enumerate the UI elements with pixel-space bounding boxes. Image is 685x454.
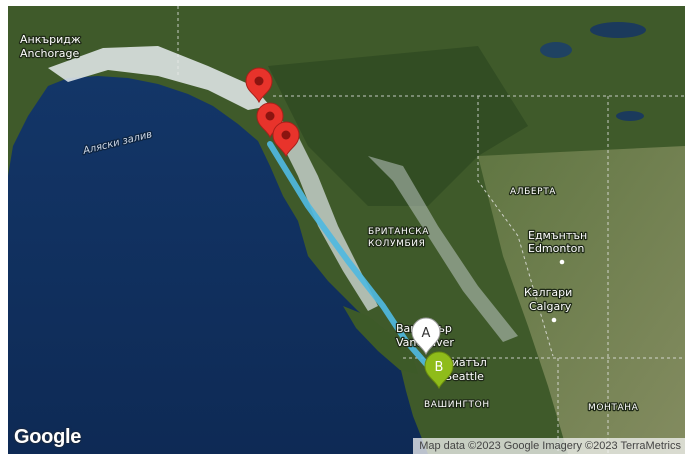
map-attribution: Map data ©2023 Google Imagery ©2023 Terr… (413, 438, 685, 454)
label-british-columbia-1: БРИТАНСКА (368, 227, 429, 237)
edmonton-dot (559, 259, 565, 265)
label-anchorage: Anchorage (20, 47, 79, 60)
lake-great-slave (540, 42, 572, 58)
google-logo: Google (14, 426, 82, 448)
label-edmonton-local: Едмънтън (528, 229, 587, 242)
lake-lesser-slave (616, 111, 644, 121)
forest-region (268, 46, 528, 206)
label-edmonton: Edmonton (528, 242, 584, 255)
route-line (267, 141, 431, 369)
lake-athabasca (590, 22, 646, 38)
marker-a-label: A (422, 326, 431, 341)
label-calgary-local: Калгари (524, 286, 572, 299)
marker-b-label: B (435, 360, 444, 375)
satellite-map[interactable]: Анкъридж Anchorage Аляски залив БРИТАНСК… (8, 6, 685, 454)
marker-red-1[interactable] (245, 67, 273, 104)
label-washington: ВАШИНГТОН (424, 400, 490, 410)
label-anchorage-local: Анкъридж (20, 33, 81, 46)
label-seattle: Seattle (445, 370, 484, 383)
label-alberta: АЛБЕРТА (510, 187, 556, 197)
prairie-region (478, 146, 685, 454)
vancouver-island (343, 306, 418, 374)
label-seattle-local: Сиатъл (444, 356, 487, 369)
calgary-dot (551, 317, 557, 323)
label-montana: МОНТАНА (588, 403, 639, 413)
snow-alaska-range (48, 46, 270, 110)
marker-red-3[interactable] (272, 121, 300, 158)
marker-a[interactable]: A (411, 317, 441, 356)
map-frame[interactable]: Анкъридж Anchorage Аляски залив БРИТАНСК… (8, 6, 685, 454)
label-british-columbia-2: КОЛУМБИЯ (368, 239, 425, 249)
snow-rockies (368, 156, 518, 342)
label-calgary: Calgary (529, 300, 572, 313)
marker-b[interactable]: B (424, 351, 454, 390)
